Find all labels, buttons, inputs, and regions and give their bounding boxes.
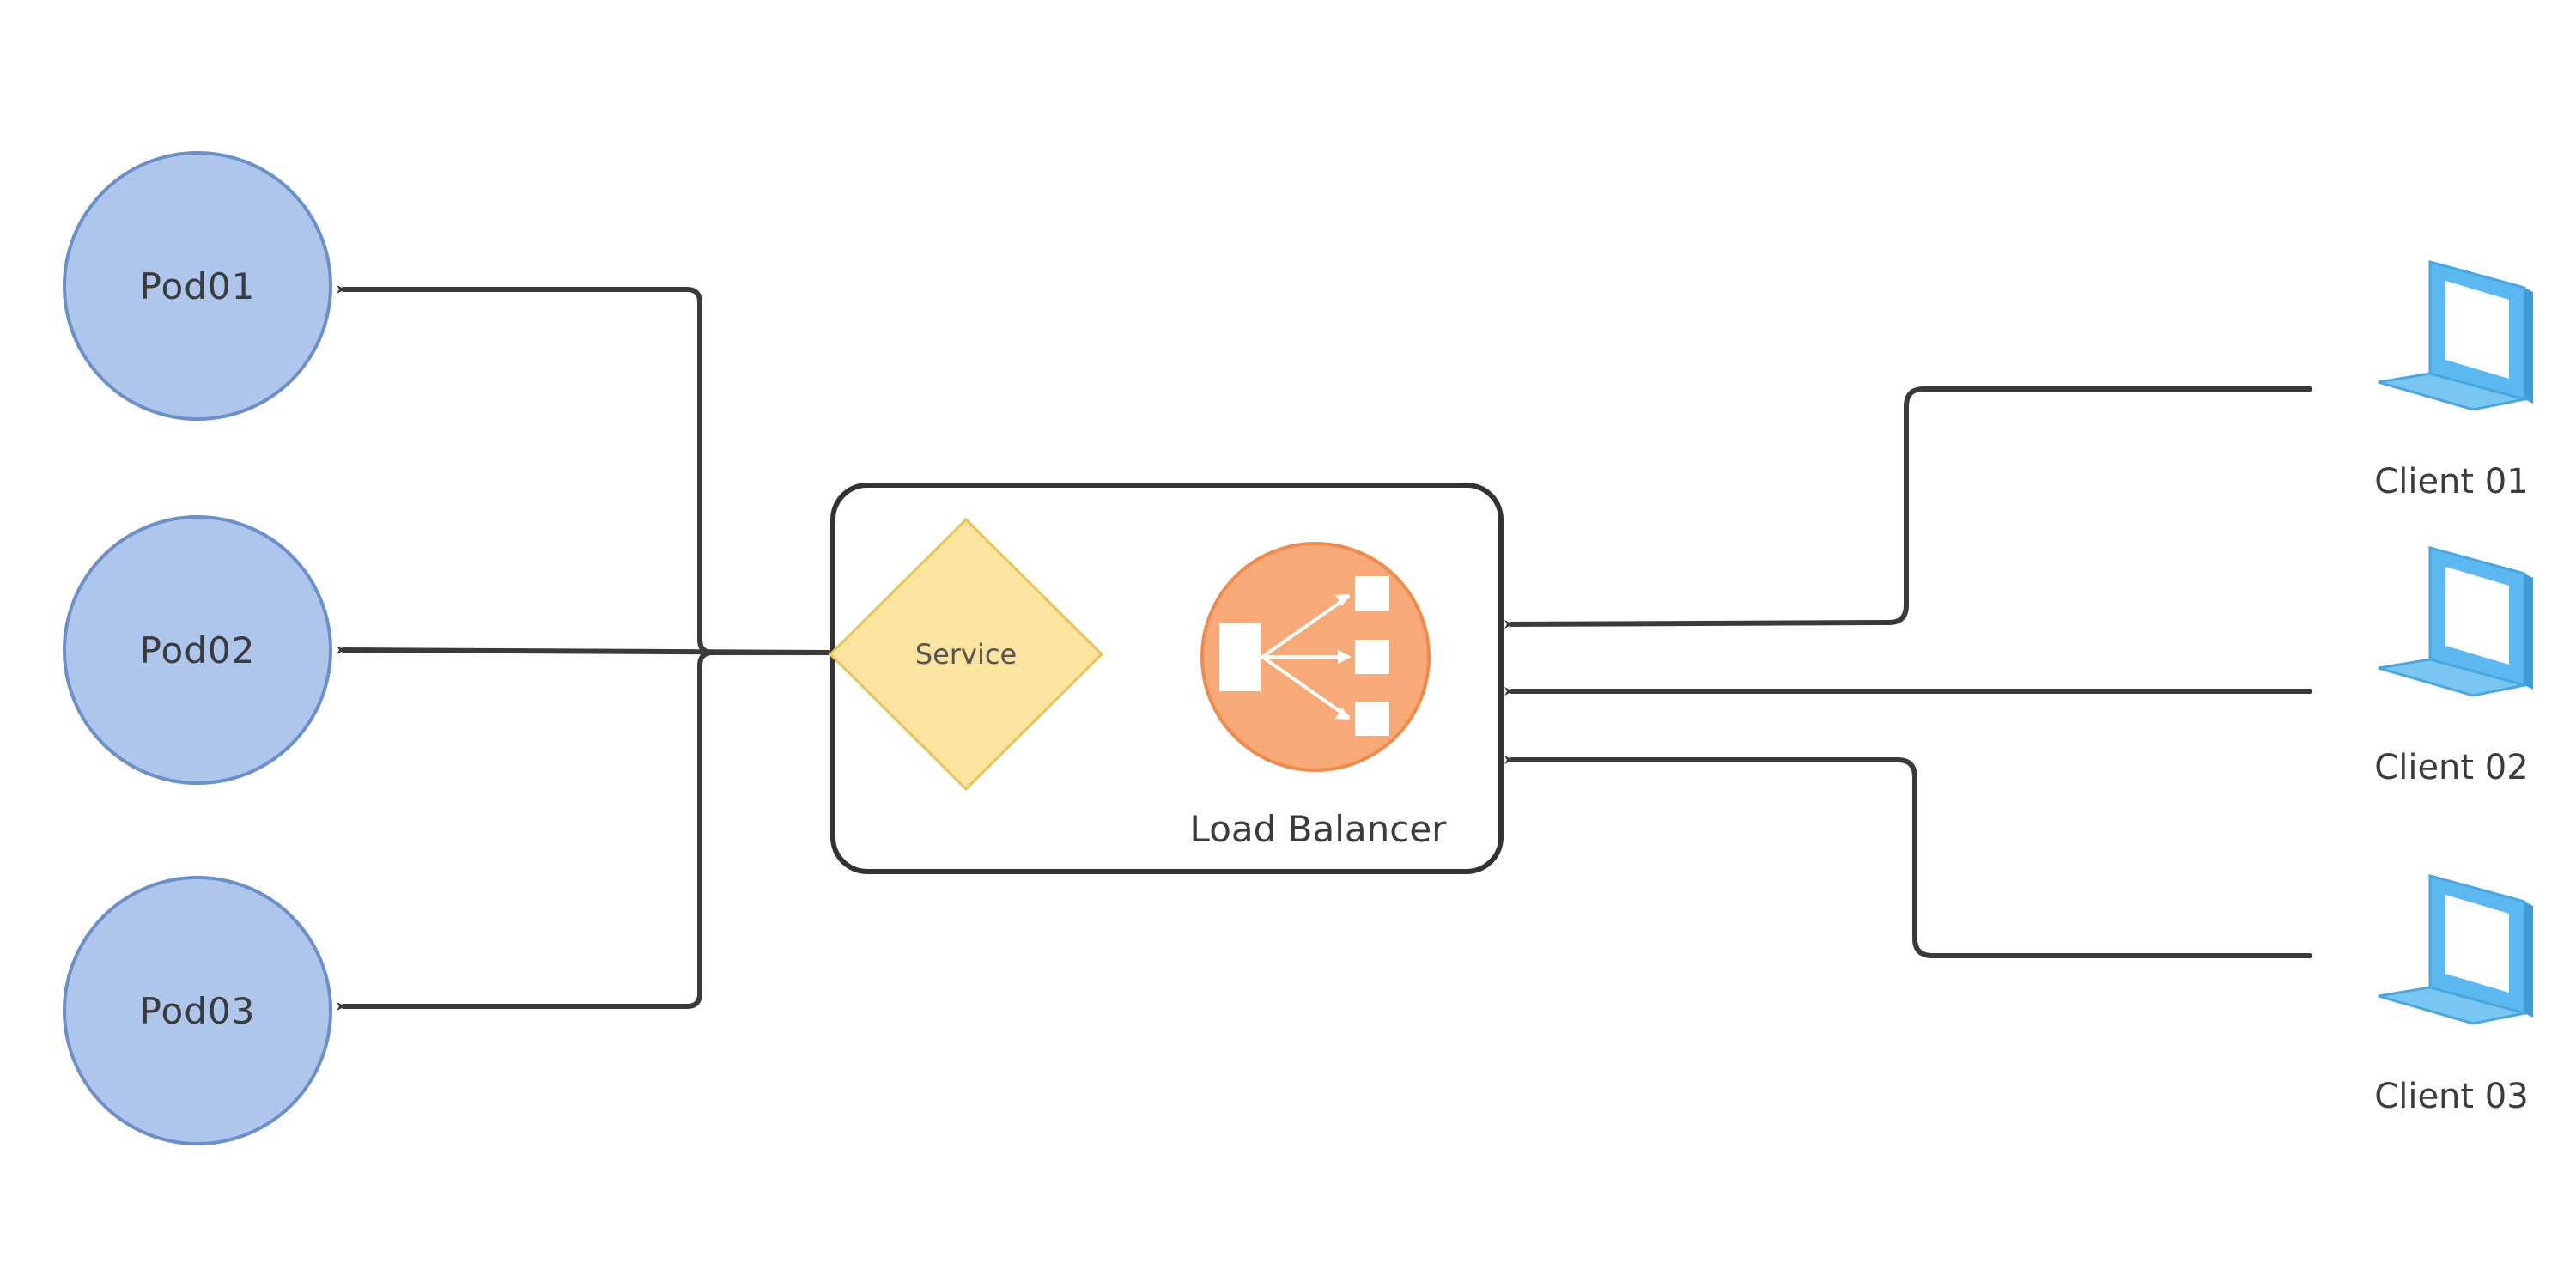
client-node-3[interactable] [2378,874,2533,1025]
pod-node-3: Pod03 [63,876,332,1145]
service-label: Service [915,638,1017,671]
load-balancer-label: Load Balancer [1190,808,1448,850]
pod-label: Pod01 [140,265,256,307]
service-diamond [828,517,1104,792]
client-label: Client 02 [2374,748,2528,787]
client01-to-load-balancer-connector [1504,386,2312,629]
laptop-icon [2378,546,2533,697]
pod-node-1: Pod01 [63,151,332,421]
pod-label: Pod03 [140,990,256,1032]
pod-circle [63,151,332,421]
pod-node-2: Pod02 [63,515,332,785]
laptop-icon [2378,874,2533,1025]
pod-circle [63,515,332,785]
laptop-icon [2378,260,2533,411]
pod-label: Pod02 [140,629,256,671]
client-node-1[interactable] [2378,260,2533,411]
load-balancer-node[interactable]: Load Balancer [1190,542,1448,850]
client-label: Client 01 [2374,462,2528,501]
client-label: Client 03 [2374,1077,2528,1116]
service-node[interactable]: Service [828,517,1104,792]
client-node-2[interactable] [2378,546,2533,697]
client03-to-load-balancer-connector [1504,756,2312,958]
service-to-pod03-connector [337,650,831,1011]
pod-circle [63,876,332,1145]
service-to-pod01-connector [337,285,831,655]
load-balancer-icon [1219,576,1389,736]
